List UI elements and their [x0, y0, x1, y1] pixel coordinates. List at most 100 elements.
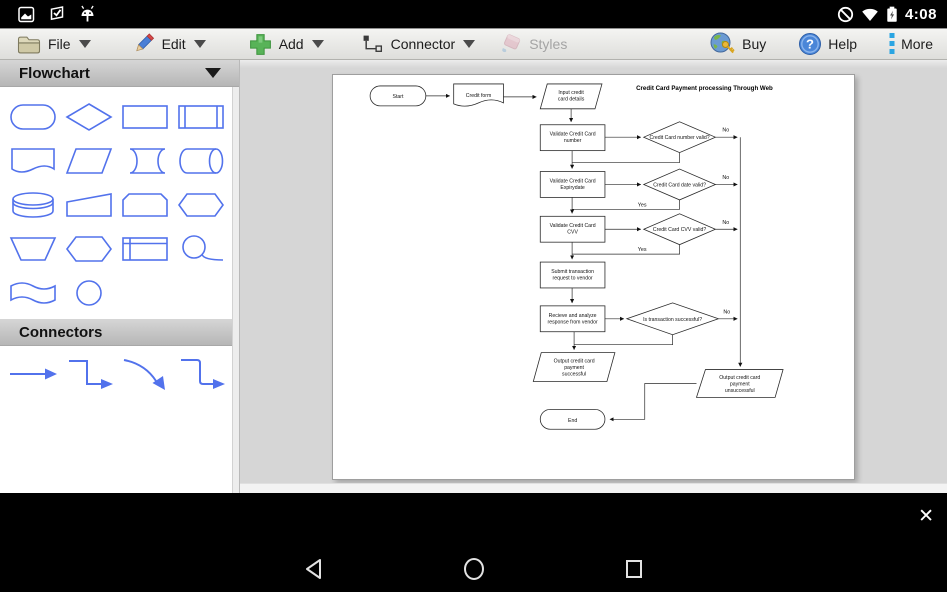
footer: ✕ [0, 493, 947, 592]
shape-decision[interactable] [63, 99, 115, 135]
connector-dropdown-caret [463, 40, 476, 48]
shape-predefined-process[interactable] [175, 99, 227, 135]
node-decision-date-valid[interactable]: Credit Card date valid? [642, 168, 717, 201]
node-output-unsuccessful[interactable]: Output credit card payment unsuccessful [695, 369, 784, 398]
plus-icon [249, 33, 271, 55]
status-notification-icons [8, 5, 96, 23]
node-credit-form[interactable]: Credit form [453, 83, 504, 107]
file-dropdown-caret [78, 40, 91, 48]
connectors-section-title: Connectors [19, 323, 103, 341]
shape-stored-data[interactable] [119, 143, 171, 179]
flowchart-section-header[interactable]: Flowchart [0, 60, 239, 87]
shape-card[interactable] [119, 187, 171, 223]
collapse-caret-icon[interactable] [205, 68, 221, 78]
svg-text:Input credit: Input credit [558, 90, 584, 96]
shape-internal-storage[interactable] [119, 231, 171, 267]
shape-display[interactable] [63, 231, 115, 267]
svg-text:Validate Credit Card: Validate Credit Card [550, 132, 596, 138]
canvas-top-shadow [240, 60, 947, 68]
shape-flag[interactable] [7, 275, 59, 311]
file-label: File [48, 36, 71, 52]
toolbar: File Edit Add [0, 28, 947, 60]
svg-text:CVV: CVV [567, 230, 578, 236]
buy-button[interactable]: Buy [709, 31, 766, 57]
sidebar-scrollbar[interactable] [232, 87, 239, 493]
shape-process[interactable] [119, 99, 171, 135]
add-menu-button[interactable]: Add [248, 32, 324, 57]
label-yes-3: Yes [638, 247, 647, 253]
help-icon: ? [799, 33, 822, 55]
folder-icon [17, 36, 41, 53]
status-system-icons: 4:08 [837, 6, 939, 23]
svg-text:Credit Card CVV valid?: Credit Card CVV valid? [653, 227, 706, 233]
horizontal-scrollbar[interactable] [240, 483, 947, 493]
shape-terminator[interactable] [7, 99, 59, 135]
shape-data[interactable] [63, 143, 115, 179]
svg-text:response from vendor: response from vendor [548, 319, 598, 325]
node-validate-cvv[interactable]: Validate Credit Card CVV [539, 215, 606, 243]
shape-preparation[interactable] [175, 187, 227, 223]
clock: 4:08 [904, 5, 937, 23]
shape-document[interactable] [7, 143, 59, 179]
shape-manual-operation[interactable] [7, 231, 59, 267]
node-receive-response[interactable]: Recieve and analyze response from vendor [539, 305, 606, 333]
styles-button[interactable]: Styles [497, 32, 567, 56]
connector-label: Connector [390, 36, 456, 52]
connector-tool-icon [363, 35, 382, 52]
flowchart-edges [425, 93, 743, 422]
node-submit-transaction[interactable]: Submit transaction request to vendor [539, 261, 606, 289]
connector-elbow-arrow[interactable] [63, 354, 115, 399]
node-output-successful[interactable]: Output credit card payment successful [532, 352, 616, 382]
svg-text:Is transaction successful?: Is transaction successful? [643, 317, 702, 323]
shape-connector-circle[interactable] [63, 275, 115, 311]
home-icon[interactable] [462, 557, 486, 581]
node-decision-cvv-valid[interactable]: Credit Card CVV valid? [642, 213, 717, 246]
edit-menu-button[interactable]: Edit [131, 32, 206, 56]
svg-text:request to vendor: request to vendor [553, 275, 593, 281]
node-validate-expiry[interactable]: Validate Credit Card Expirydate [539, 171, 606, 198]
help-label: Help [828, 36, 858, 52]
shape-manual-input[interactable] [63, 187, 115, 223]
shape-database[interactable] [7, 187, 59, 223]
svg-text:Output credit card: Output credit card [719, 375, 760, 381]
svg-text:Submit transaction: Submit transaction [551, 269, 594, 275]
svg-text:Credit Card number valid?: Credit Card number valid? [649, 135, 709, 141]
canvas-page[interactable]: Credit Card Payment processing Through W… [332, 74, 855, 480]
node-input-details[interactable]: Input credit card details [539, 83, 603, 110]
svg-text:Output credit card: Output credit card [554, 359, 595, 365]
svg-text:number: number [564, 138, 582, 144]
connector-elbow-arrow-2[interactable] [175, 354, 227, 399]
main-body: Flowchart [0, 60, 947, 493]
shape-loop-limit[interactable] [175, 231, 227, 267]
connector-menu-button[interactable]: Connector [362, 34, 476, 55]
connectors-section-header[interactable]: Connectors [0, 319, 239, 346]
recents-icon[interactable] [622, 557, 646, 581]
svg-text:successful: successful [562, 372, 586, 378]
more-dots-icon [889, 33, 895, 54]
add-dropdown-caret [311, 40, 324, 48]
flowchart-shape-palette [0, 87, 239, 319]
flowchart-title: Credit Card Payment processing Through W… [636, 85, 773, 92]
node-end[interactable]: End [539, 408, 606, 430]
connector-straight-arrow[interactable] [7, 354, 59, 399]
shape-direct-access-storage[interactable] [175, 143, 227, 179]
no-signal-icon [837, 6, 854, 22]
back-icon[interactable] [302, 557, 326, 581]
canvas-area[interactable]: Credit Card Payment processing Through W… [240, 60, 947, 493]
edit-dropdown-caret [193, 40, 206, 48]
file-menu-button[interactable]: File [16, 34, 91, 55]
node-validate-number[interactable]: Validate Credit Card number [539, 124, 606, 152]
help-button[interactable]: ? Help [798, 32, 857, 56]
label-no-1: No [722, 128, 729, 134]
node-decision-transaction-successful[interactable]: Is transaction successful? [625, 302, 720, 336]
close-banner-icon[interactable]: ✕ [918, 505, 934, 527]
node-start[interactable]: Start [369, 85, 427, 107]
buy-globe-key-icon [710, 32, 735, 54]
status-bar: 4:08 [0, 0, 947, 28]
node-decision-number-valid[interactable]: Credit Card number valid? [642, 121, 717, 154]
svg-text:Recieve and analyze: Recieve and analyze [549, 313, 597, 319]
more-label: More [901, 36, 933, 52]
branch-labels: No No No No Yes Yes [638, 128, 730, 316]
connector-curved-arrow[interactable] [119, 354, 171, 399]
more-button[interactable]: More [889, 33, 933, 55]
